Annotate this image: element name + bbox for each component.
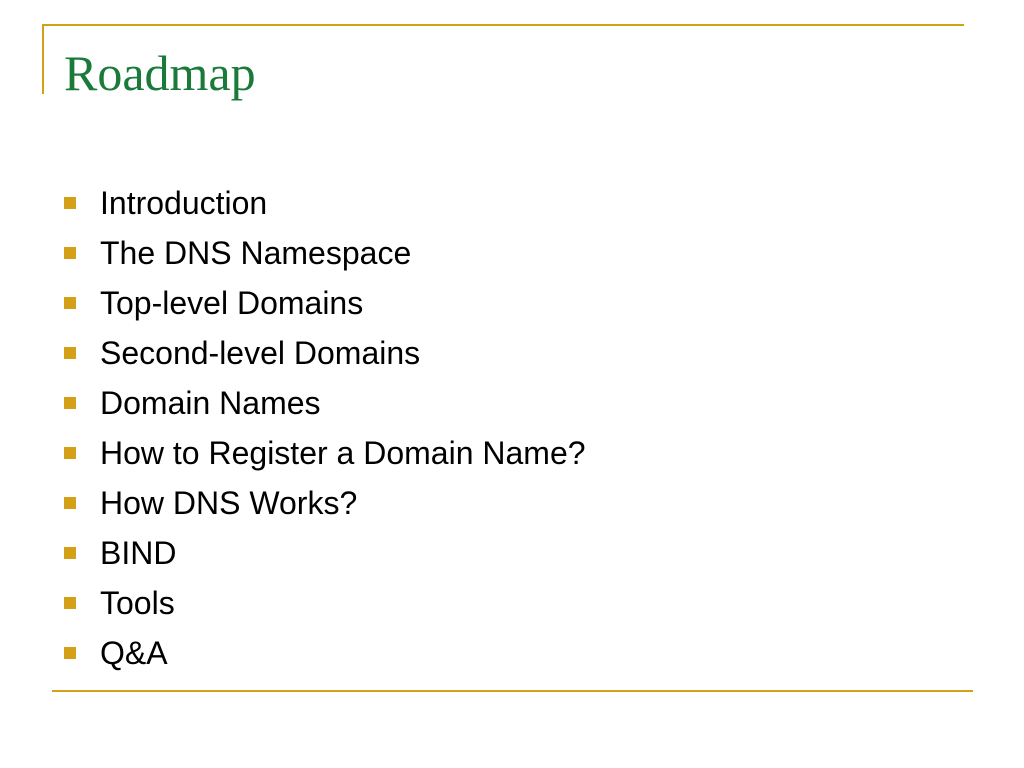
bottom-divider bbox=[52, 690, 973, 692]
top-divider bbox=[42, 24, 964, 26]
square-bullet-icon bbox=[64, 497, 76, 509]
list-item: Tools bbox=[64, 578, 586, 628]
list-item: Top-level Domains bbox=[64, 278, 586, 328]
list-item: Introduction bbox=[64, 178, 586, 228]
roadmap-list: Introduction The DNS Namespace Top-level… bbox=[64, 178, 586, 678]
list-item: Domain Names bbox=[64, 378, 586, 428]
list-item-label: Q&A bbox=[100, 635, 168, 671]
list-item-label: Second-level Domains bbox=[100, 335, 421, 371]
square-bullet-icon bbox=[64, 447, 76, 459]
square-bullet-icon bbox=[64, 647, 76, 659]
list-item-label: How to Register a Domain Name? bbox=[100, 435, 586, 471]
left-accent-rule bbox=[42, 24, 44, 94]
list-item: Q&A bbox=[64, 628, 586, 678]
square-bullet-icon bbox=[64, 597, 76, 609]
list-item: BIND bbox=[64, 528, 586, 578]
list-item: How DNS Works? bbox=[64, 478, 586, 528]
list-item-label: Domain Names bbox=[100, 385, 321, 421]
list-item-label: The DNS Namespace bbox=[100, 235, 412, 271]
list-item-label: Top-level Domains bbox=[100, 285, 364, 321]
square-bullet-icon bbox=[64, 397, 76, 409]
list-item-label: Introduction bbox=[100, 185, 268, 221]
list-item-label: Tools bbox=[100, 585, 175, 621]
square-bullet-icon bbox=[64, 247, 76, 259]
slide-title: Roadmap bbox=[64, 45, 256, 101]
square-bullet-icon bbox=[64, 297, 76, 309]
square-bullet-icon bbox=[64, 197, 76, 209]
list-item: The DNS Namespace bbox=[64, 228, 586, 278]
list-item: How to Register a Domain Name? bbox=[64, 428, 586, 478]
list-item: Second-level Domains bbox=[64, 328, 586, 378]
list-item-label: How DNS Works? bbox=[100, 485, 358, 521]
list-item-label: BIND bbox=[100, 535, 177, 571]
square-bullet-icon bbox=[64, 347, 76, 359]
square-bullet-icon bbox=[64, 547, 76, 559]
